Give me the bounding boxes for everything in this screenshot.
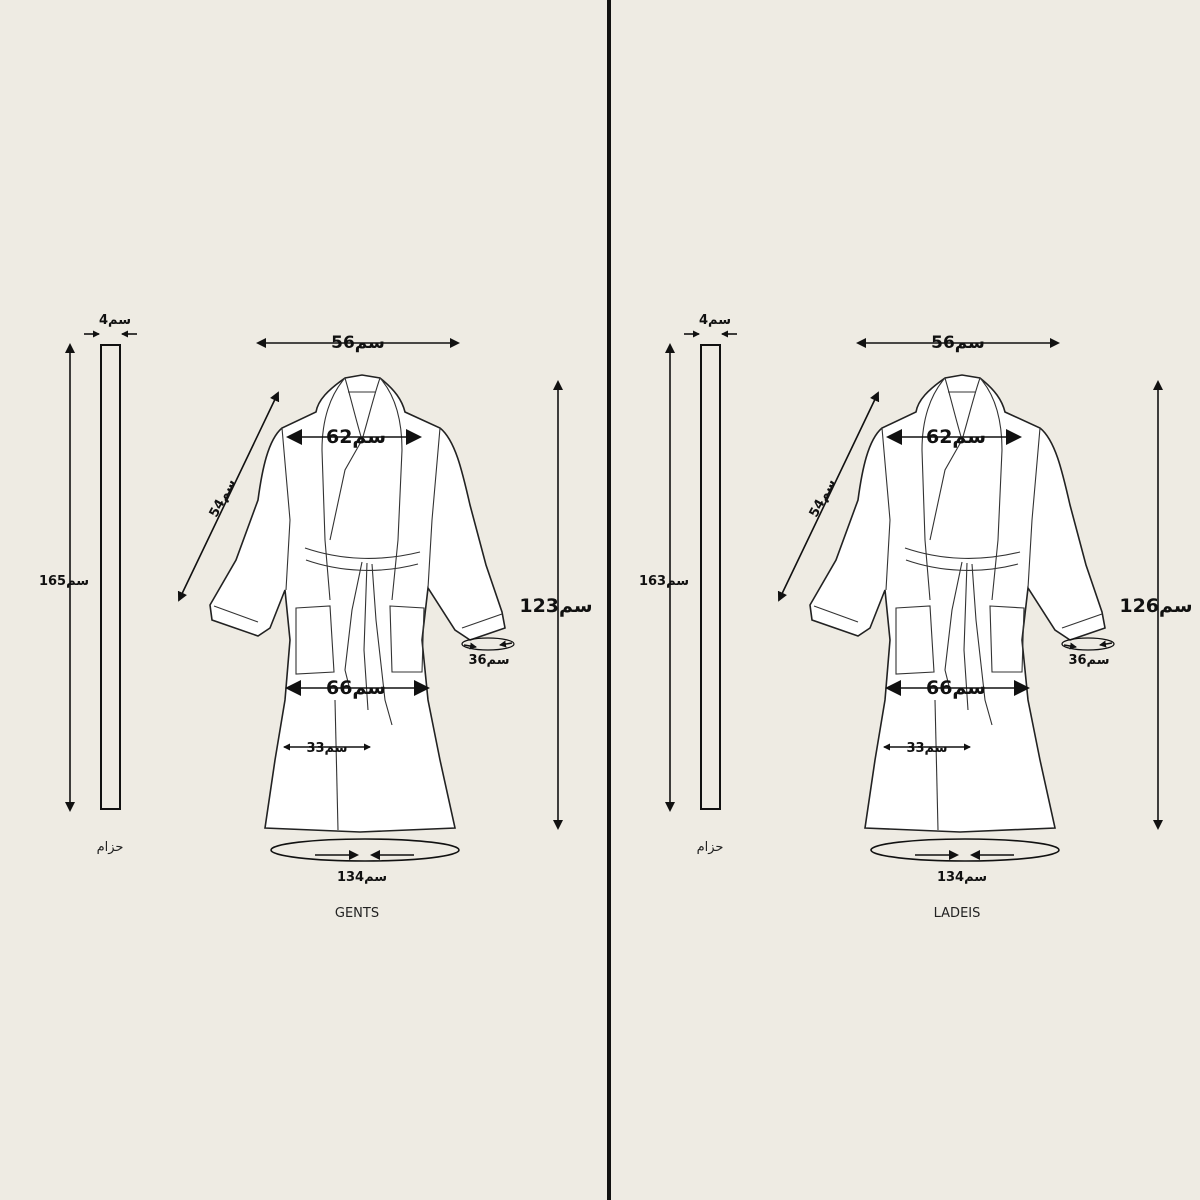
chest-width-label: 62سم	[326, 426, 386, 448]
belt-rect	[700, 344, 721, 810]
sleeve-length-label: 54سم	[807, 477, 840, 520]
cuff-arrow-left	[463, 642, 477, 650]
cuff-ellipse	[1061, 637, 1115, 651]
panel-gents: 4سم 165سم حزام 56سم 62سم 54سم 123سم 36سم…	[39, 313, 593, 921]
panel-ladeis: 4سم 163سم حزام 56سم 62سم 54سم 126سم 36سم…	[639, 313, 1193, 921]
belt-width-label: 4سم	[99, 313, 131, 328]
hip-width-label: 66سم	[926, 677, 986, 699]
belt-rect	[100, 344, 121, 810]
cuff-arrow-right	[1099, 640, 1113, 648]
sleeve-arrow	[777, 391, 880, 602]
sleeve-arrow	[177, 391, 280, 602]
belt-diagram: 4سم 163سم حزام	[639, 313, 737, 855]
pocket-width-label: 33سم	[906, 741, 947, 756]
belt-caption: حزام	[97, 840, 124, 855]
belt-diagram: 4سم 165سم حزام	[39, 313, 137, 855]
hem-ellipse	[270, 838, 460, 862]
robe-length-label: 126سم	[1119, 595, 1192, 617]
sleeve-length-label: 54سم	[207, 477, 240, 520]
panel-caption: LADEIS	[934, 906, 981, 921]
hem-ellipse	[870, 838, 1060, 862]
panel-caption: GENTS	[335, 906, 379, 921]
pocket-width-label: 33سم	[306, 741, 347, 756]
shoulder-width-label: 56سم	[931, 333, 985, 353]
shoulder-width-label: 56سم	[331, 333, 385, 353]
chest-width-label: 62سم	[926, 426, 986, 448]
belt-caption: حزام	[697, 840, 724, 855]
cuff-ellipse	[461, 637, 515, 651]
cuff-arrow-right	[499, 640, 513, 648]
hem-label: 134سم	[937, 870, 987, 885]
cuff-arrow-left	[1063, 642, 1077, 650]
cuff-label: 36سم	[1068, 653, 1109, 668]
belt-length-label: 163سم	[639, 574, 689, 589]
robe-length-label: 123سم	[519, 595, 592, 617]
belt-length-label: 165سم	[39, 574, 89, 589]
cuff-label: 36سم	[468, 653, 509, 668]
belt-width-label: 4سم	[699, 313, 731, 328]
hip-width-label: 66سم	[326, 677, 386, 699]
hem-label: 134سم	[337, 870, 387, 885]
